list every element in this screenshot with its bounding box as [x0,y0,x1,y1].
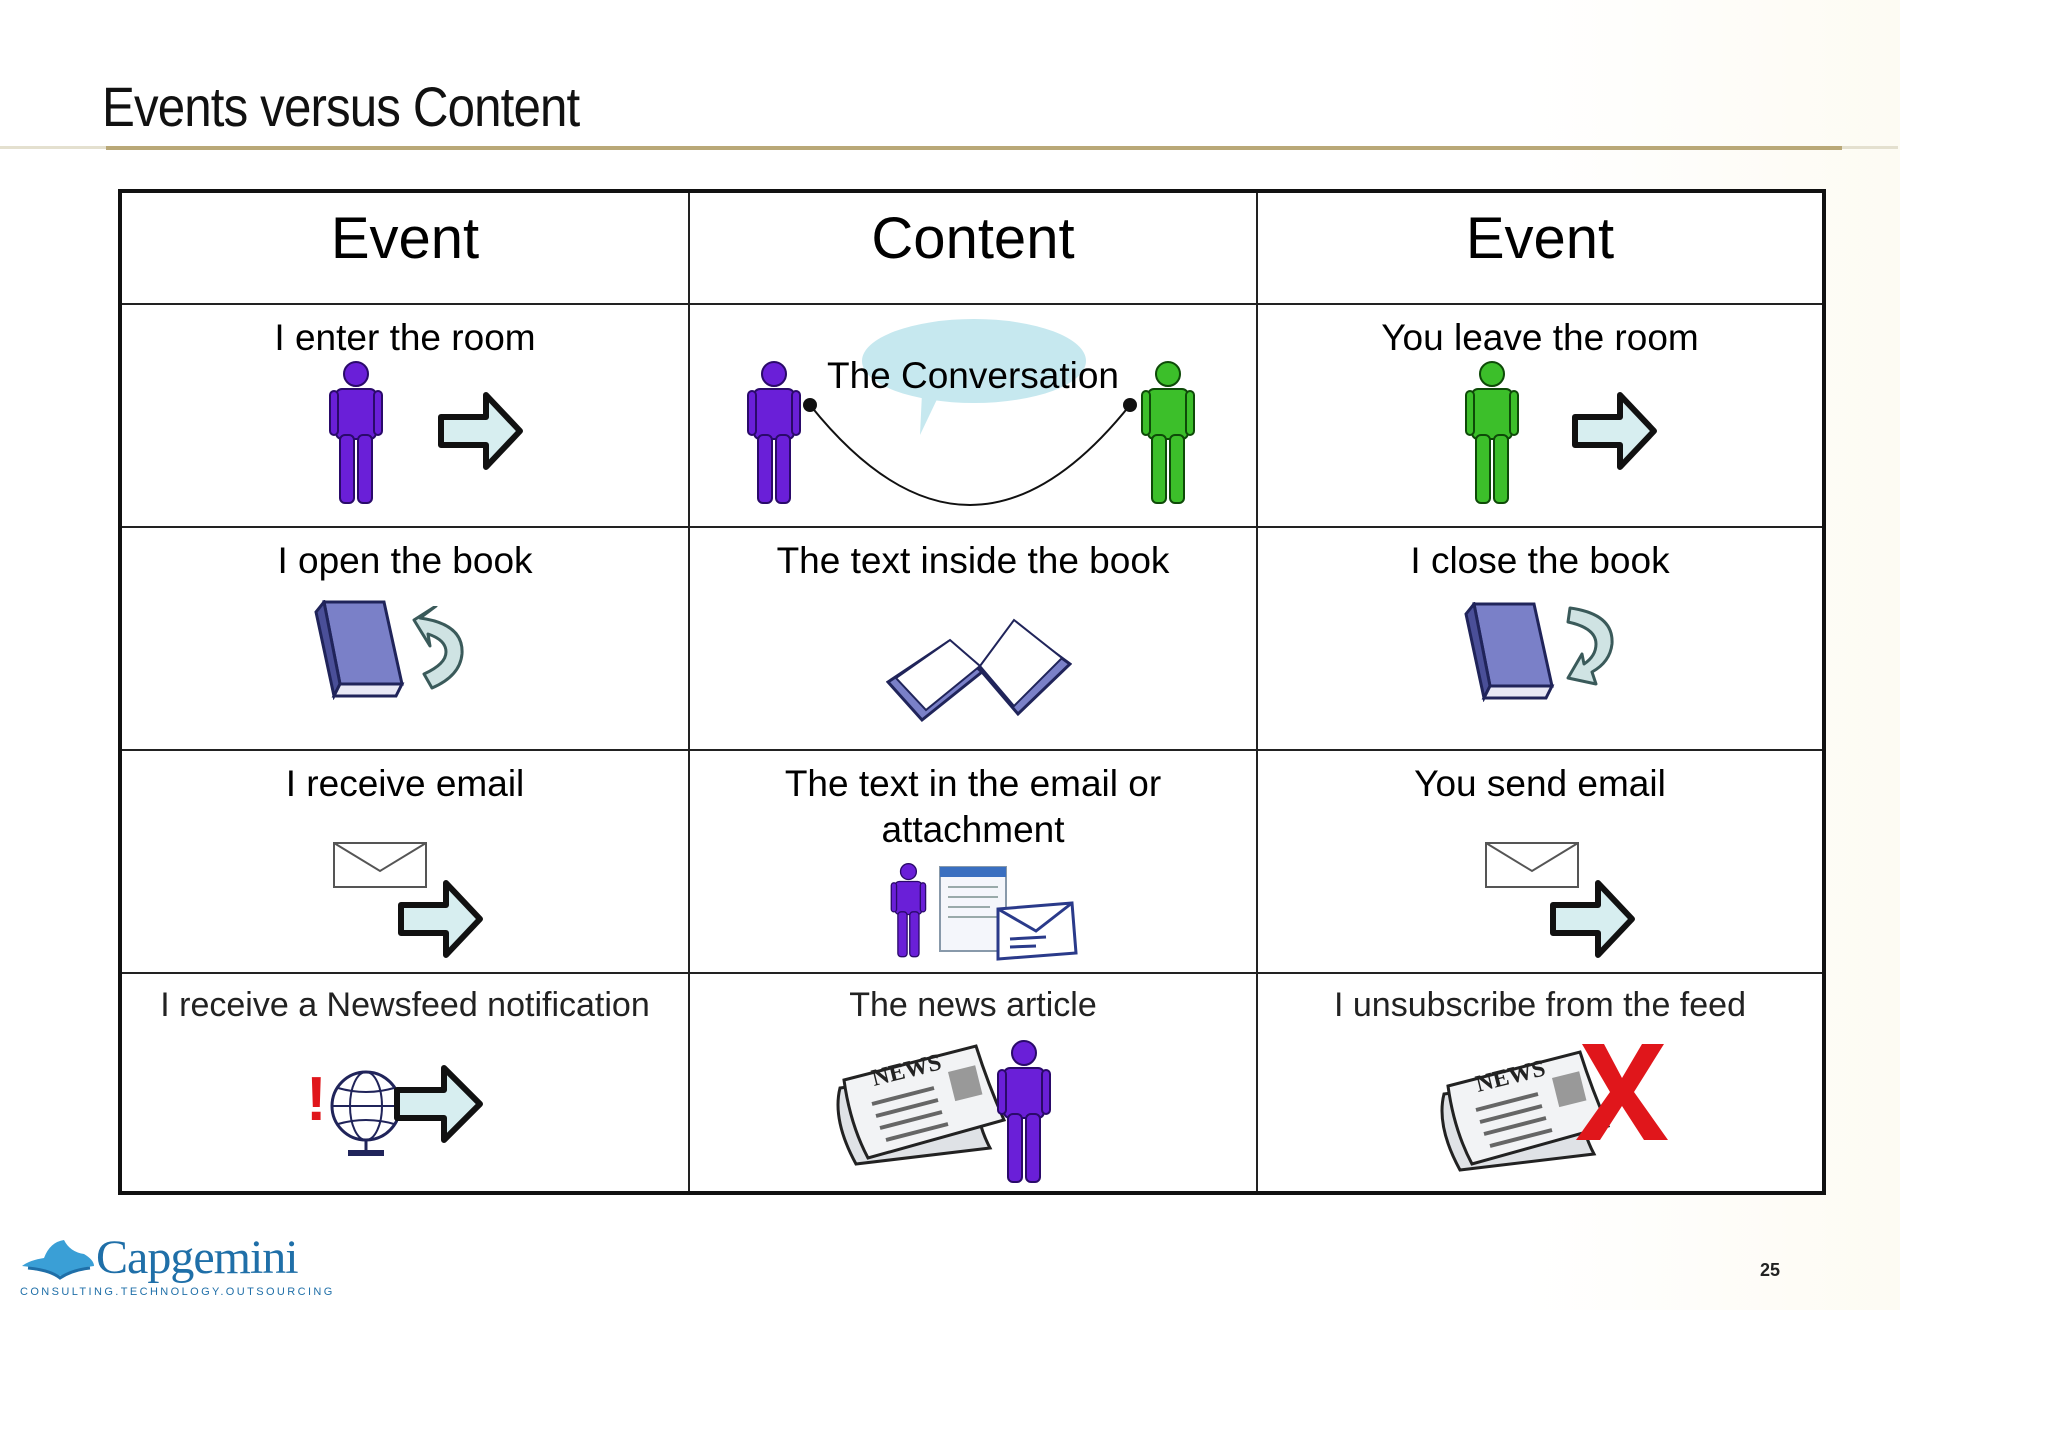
person-green-icon [1141,361,1195,504]
cell-label: I unsubscribe from the feed [1333,986,1746,1024]
email-reader-icon [890,863,1078,961]
globe-icon: ! [308,1065,398,1156]
newspaper-icon: NEWS [836,1044,1007,1166]
cell-leave-room: You leave the room [1258,305,1822,528]
cell-label: You leave the room [1381,317,1699,358]
cell-email-text: The text in the email or attachment [690,751,1258,974]
alert-mark: ! [308,1065,327,1134]
envelope-icon [333,842,427,888]
conversation-illustration [803,319,1137,506]
spade-logo-icon [22,1240,94,1280]
events-content-table: Event Content Event I enter the room The… [118,189,1826,1195]
title-divider-accent [106,146,1842,150]
cell-newsfeed-notification: I receive a Newsfeed notification ! [122,974,690,1191]
red-x-icon [1576,1044,1668,1140]
header-event-left: Event [122,193,690,305]
header-content: Content [690,193,1258,305]
person-purple-icon [747,361,801,504]
arrow-right-icon [1572,392,1657,470]
logo-tagline: CONSULTING.TECHNOLOGY.OUTSOURCING [20,1286,335,1298]
cell-receive-email: I receive email [122,751,690,974]
header-event-right: Event [1258,193,1822,305]
cell-label: You send email [1414,763,1666,804]
page-bottom [0,1315,2048,1447]
cell-label: I enter the room [274,317,536,358]
closed-book-icon [1464,602,1555,702]
arrow-right-icon [398,880,483,958]
close-rotate-arrow-icon [1566,606,1614,686]
cell-enter-room: I enter the room [122,305,690,528]
person-purple-icon [997,1040,1051,1183]
cell-conversation: The Conversation [690,305,1258,528]
open-rotate-arrow-icon [412,606,464,690]
cell-label: I open the book [277,540,533,581]
conversation-label: The Conversation [826,355,1120,396]
cell-unsubscribe-feed: I unsubscribe from the feed NEWS [1258,974,1822,1191]
cell-label: I receive email [285,763,525,804]
cell-label: I receive a Newsfeed notification [160,986,650,1024]
person-green-icon [1465,361,1519,504]
cell-label: The news article [849,986,1097,1024]
cell-close-book: I close the book [1258,528,1822,751]
person-purple-icon [329,361,383,504]
slide-title: Events versus Content [102,75,580,138]
logo-wordmark: Capgemini [96,1231,299,1284]
cell-label: The text inside the book [776,540,1170,581]
arrow-right-icon [394,1065,483,1143]
envelope-icon [1485,842,1579,888]
arrow-right-icon [1550,880,1635,958]
cell-label: I close the book [1410,540,1670,581]
cell-label: The text in the email or attachment [784,763,1162,850]
capgemini-logo: Capgemini CONSULTING.TECHNOLOGY.OUTSOURC… [20,1231,332,1302]
page-number: 25 [1760,1260,1781,1280]
cell-send-email: You send email [1258,751,1822,974]
arrow-right-icon [438,392,523,470]
newspaper-icon: NEWS [1440,1050,1611,1172]
cell-book-text: The text inside the book [690,528,1258,751]
cell-open-book: I open the book [122,528,690,751]
cell-news-article: The news article NEWS [690,974,1258,1191]
open-book-icon [886,618,1072,723]
closed-book-icon [314,600,405,700]
